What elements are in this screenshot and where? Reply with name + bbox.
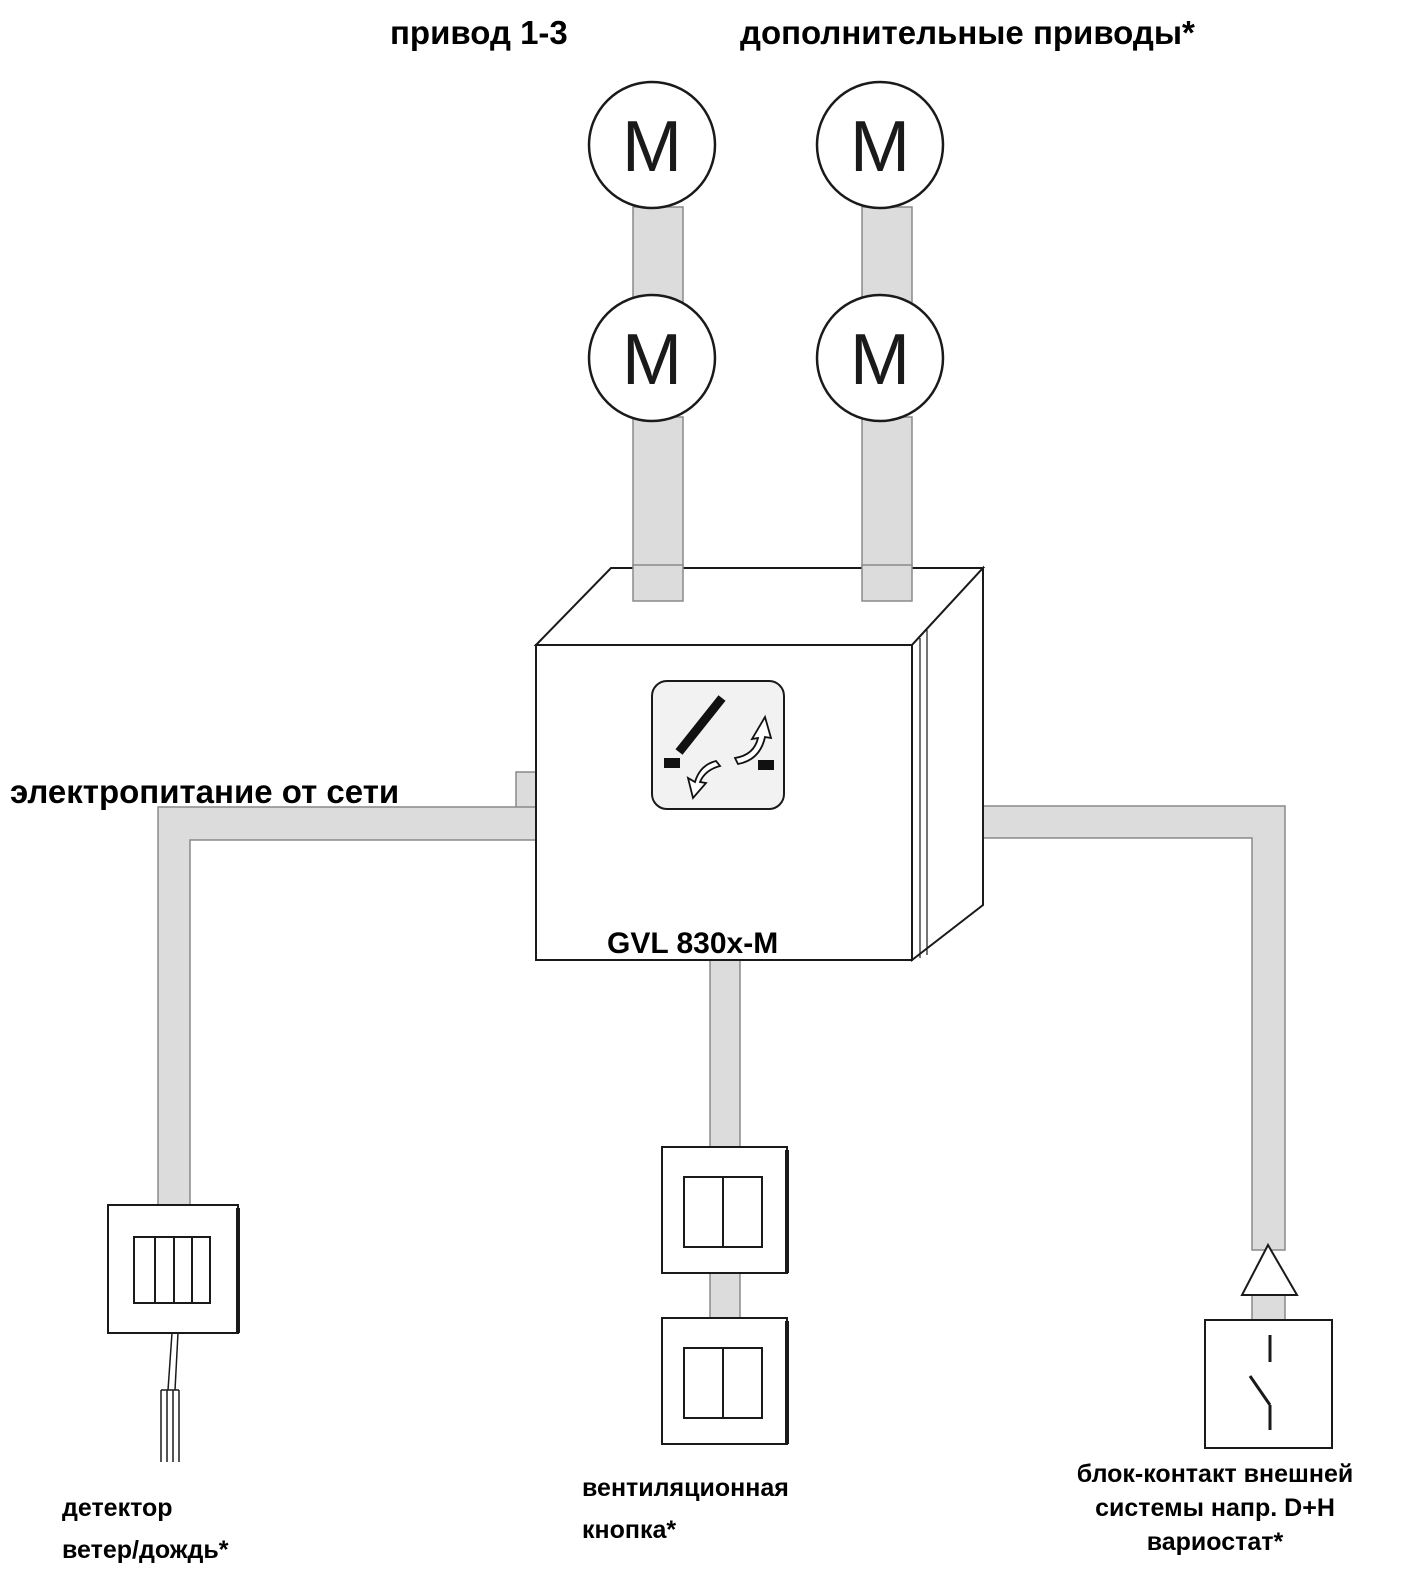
cable-mains — [515, 771, 539, 811]
motors — [587, 80, 945, 423]
label-vent-button: вентиляционная кнопка* — [582, 1467, 789, 1551]
label-external-contact-line3: вариостат* — [1146, 1528, 1284, 1556]
cable-vent-button-mid — [709, 1272, 741, 1319]
label-external-contact: блок-контакт внешней системы напр. D+H в… — [1030, 1457, 1400, 1559]
motor-1-letter: M — [622, 107, 682, 187]
vent-button-upper — [661, 1146, 789, 1274]
motor-letters: M M M M — [622, 107, 910, 400]
label-detector-line1: детектор — [62, 1494, 173, 1522]
device-name: GVL 830x-M — [607, 927, 779, 960]
window-control-icon — [651, 680, 785, 810]
label-detector-line2: ветер/дождь* — [62, 1536, 229, 1564]
label-additional-drives: дополнительные приводы* — [740, 14, 1195, 51]
motor-2-letter: M — [850, 107, 910, 187]
external-contact-device — [1204, 1242, 1333, 1449]
label-drive-1-3: привод 1-3 — [390, 14, 568, 51]
motor-3 — [587, 293, 717, 423]
cable-drive-right-top — [861, 206, 913, 306]
motor-3-letter: M — [622, 320, 682, 400]
cable-detector — [157, 796, 594, 1206]
label-vent-button-line2: кнопка* — [582, 1516, 677, 1544]
label-external-contact-line1: блок-контакт внешней — [1076, 1460, 1354, 1488]
motor-1 — [587, 80, 717, 210]
label-external-contact-line2: системы напр. D+H — [1095, 1494, 1335, 1522]
control-box-top — [533, 567, 986, 646]
motor-2 — [815, 80, 945, 210]
label-detector: детектор ветер/дождь* — [62, 1487, 228, 1571]
label-mains-power: электропитание от сети — [10, 773, 400, 810]
label-vent-button-line1: вентиляционная — [582, 1474, 789, 1502]
cable-drive-left-top — [632, 206, 684, 306]
motor-4 — [815, 293, 945, 423]
cable-external-lower — [1251, 1294, 1286, 1321]
detector-device — [107, 1204, 240, 1462]
vent-button-lower — [661, 1317, 789, 1445]
motor-4-letter: M — [850, 320, 910, 400]
